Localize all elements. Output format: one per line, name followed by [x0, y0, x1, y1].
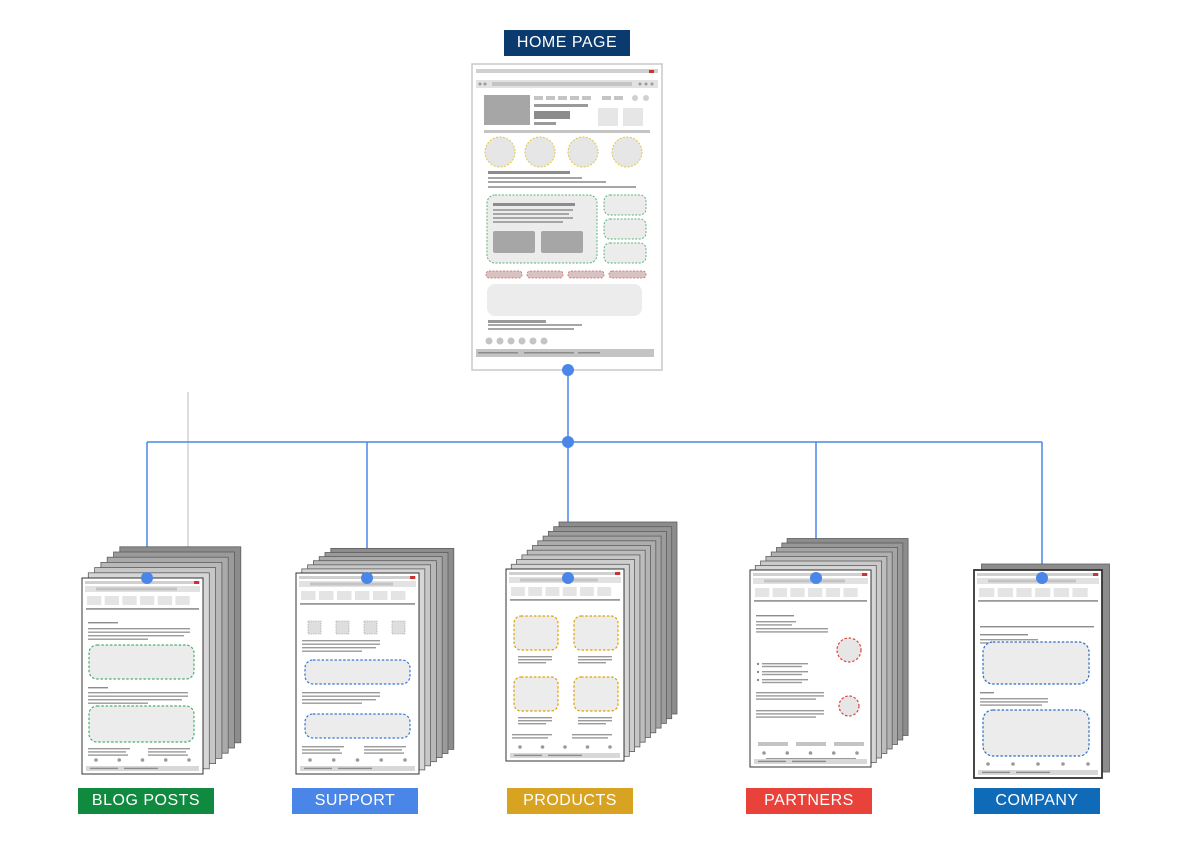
home-page-title: HOME PAGE	[504, 30, 630, 56]
blog-posts-node	[141, 572, 153, 584]
page-stack-blog	[81, 546, 242, 775]
page-stack-partners	[749, 538, 909, 768]
connector-nodes	[141, 364, 1048, 584]
label-partners: PARTNERS	[746, 788, 872, 814]
front-page-blog	[81, 577, 204, 775]
label-company: COMPANY	[974, 788, 1100, 814]
front-page-support	[295, 572, 420, 775]
home-node	[562, 364, 574, 376]
home-page-wireframe	[471, 63, 663, 371]
front-page-partners	[749, 569, 872, 768]
page-stack-products	[505, 521, 678, 762]
front-page-company	[973, 569, 1103, 779]
products-node	[562, 572, 574, 584]
partners-node	[810, 572, 822, 584]
page-stack-company	[973, 563, 1110, 779]
hub-node	[562, 436, 574, 448]
label-products: PRODUCTS	[507, 788, 633, 814]
front-page-products	[505, 568, 625, 762]
support-node	[361, 572, 373, 584]
page-stack-support	[295, 548, 455, 775]
label-blog-posts: BLOG POSTS	[78, 788, 214, 814]
label-support: SUPPORT	[292, 788, 418, 814]
company-node	[1036, 572, 1048, 584]
